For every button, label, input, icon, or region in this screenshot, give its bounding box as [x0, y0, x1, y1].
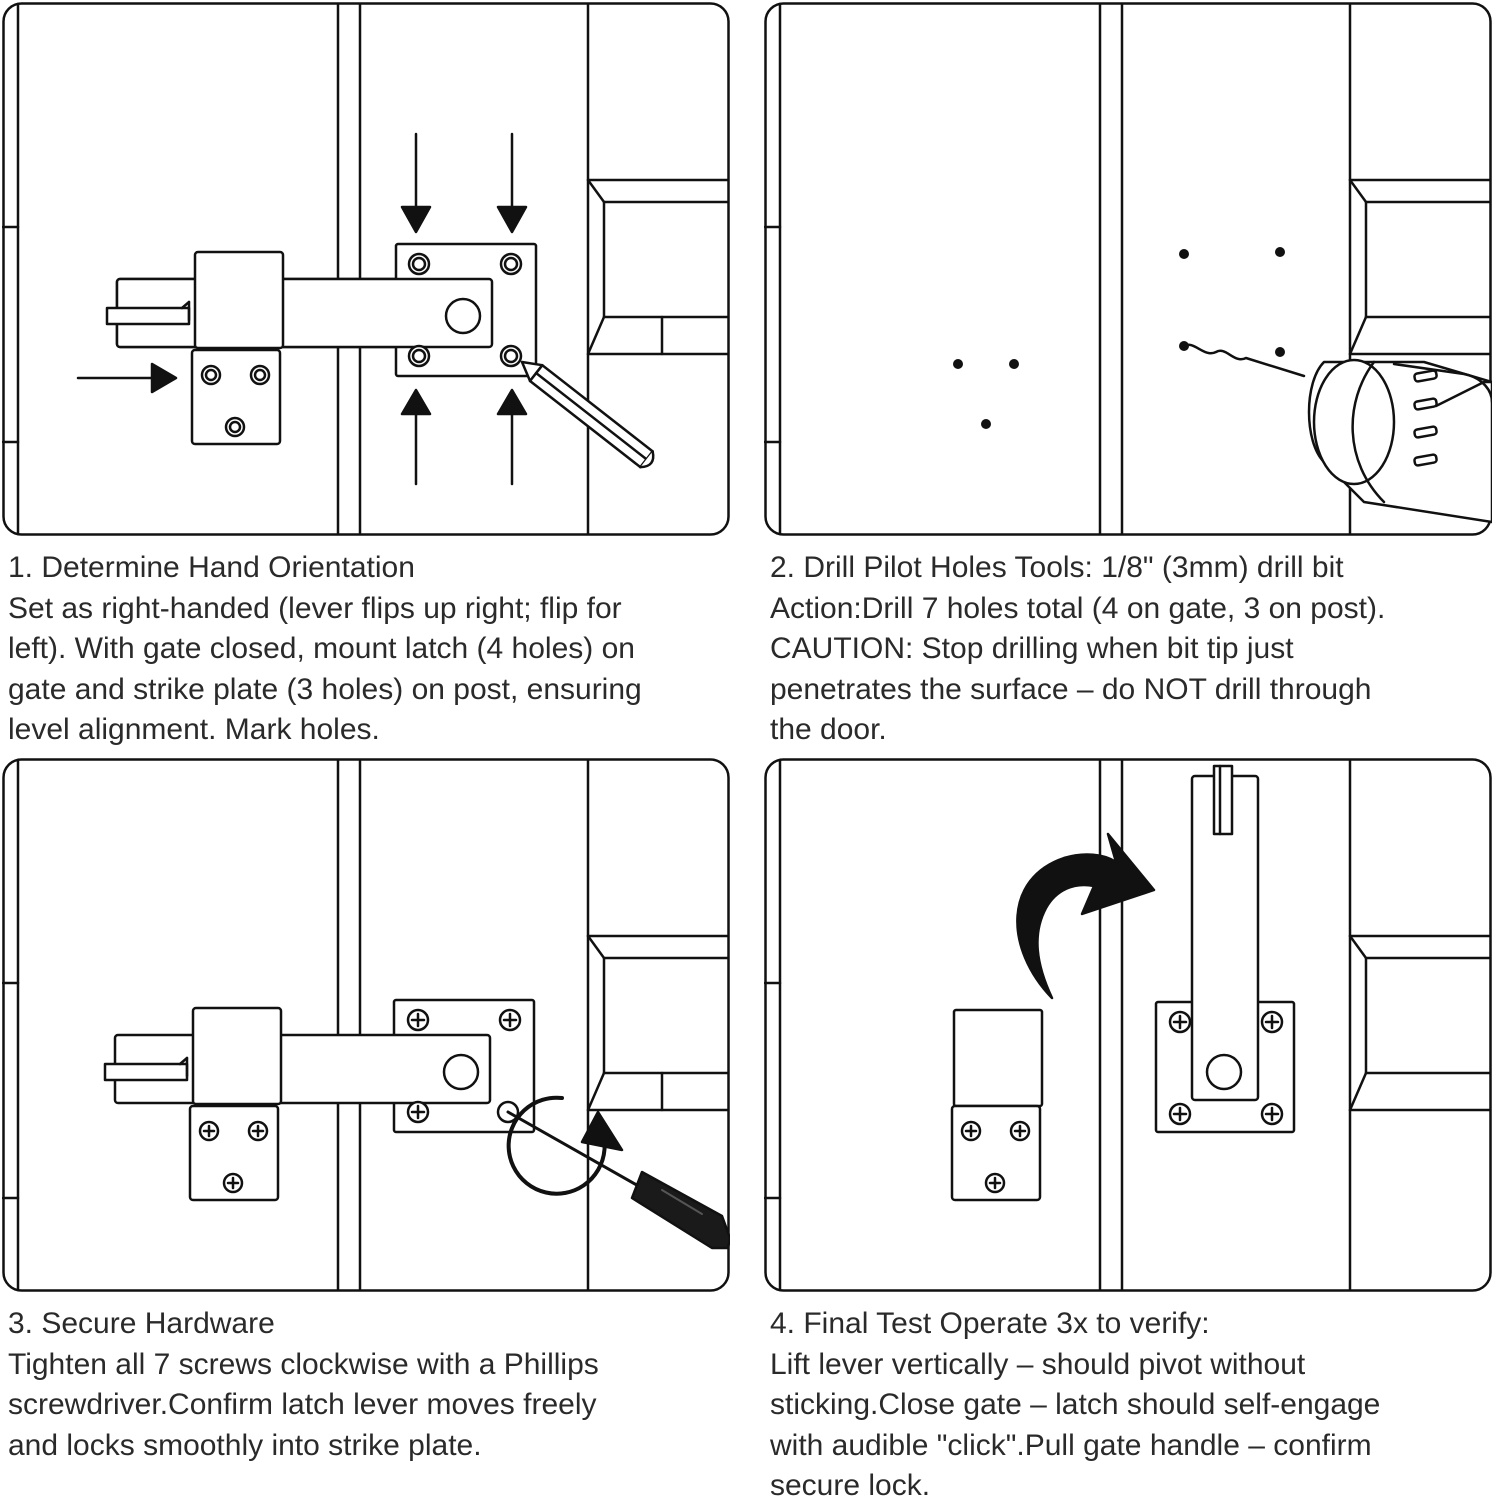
step-1-caption: 1. Determine Hand Orientation Set as rig… [8, 548, 736, 751]
step-text-line: and locks smoothly into strike plate. [8, 1428, 482, 1462]
step-2-illustration [764, 2, 1492, 536]
step-text-line: Action:Drill 7 holes total (4 on gate, 3… [770, 591, 1386, 625]
step-text-line: Set as right-handed (lever flips up righ… [8, 591, 622, 625]
step-title: 4. Final Test Operate 3x to verify: [770, 1307, 1210, 1340]
lever-flip-arrow-icon [1016, 832, 1156, 1000]
step-4-caption: 4. Final Test Operate 3x to verify: Lift… [770, 1304, 1496, 1507]
step-text-line: left). With gate closed, mount latch (4 … [8, 632, 635, 666]
step-3-illustration [2, 758, 730, 1292]
step-text-line: gate and strike plate (3 holes) on post,… [8, 672, 642, 706]
step-title: 2. Drill Pilot Holes Tools: 1/8" (3mm) d… [770, 551, 1344, 584]
step-title: 1. Determine Hand Orientation [8, 551, 415, 584]
step-1-illustration [2, 2, 730, 536]
step-4-illustration [764, 758, 1492, 1292]
step-text-line: Tighten all 7 screws clockwise with a Ph… [8, 1347, 599, 1381]
step-3-caption: 3. Secure Hardware Tighten all 7 screws … [8, 1304, 736, 1466]
step-text-line: Lift lever vertically – should pivot wit… [770, 1347, 1306, 1381]
step-text-line: sticking.Close gate – latch should self-… [770, 1388, 1381, 1422]
step-text-line: penetrates the surface – do NOT drill th… [770, 672, 1372, 706]
step-text-line: the door. [770, 713, 887, 747]
step-title: 3. Secure Hardware [8, 1307, 275, 1340]
step-text-line: level alignment. Mark holes. [8, 713, 380, 747]
step-text-line: with audible "click".Pull gate handle – … [770, 1428, 1372, 1462]
latch-marking-pencil-icon [76, 132, 655, 486]
step-2-caption: 2. Drill Pilot Holes Tools: 1/8" (3mm) d… [770, 548, 1496, 751]
step-text-line: screwdriver.Confirm latch lever moves fr… [8, 1388, 597, 1422]
power-drill-icon [1182, 343, 1492, 524]
step-text-line: CAUTION: Stop drilling when bit tip just [770, 632, 1294, 666]
step-text-line: secure lock. [770, 1469, 931, 1503]
screwdriver-icon [506, 1095, 730, 1250]
